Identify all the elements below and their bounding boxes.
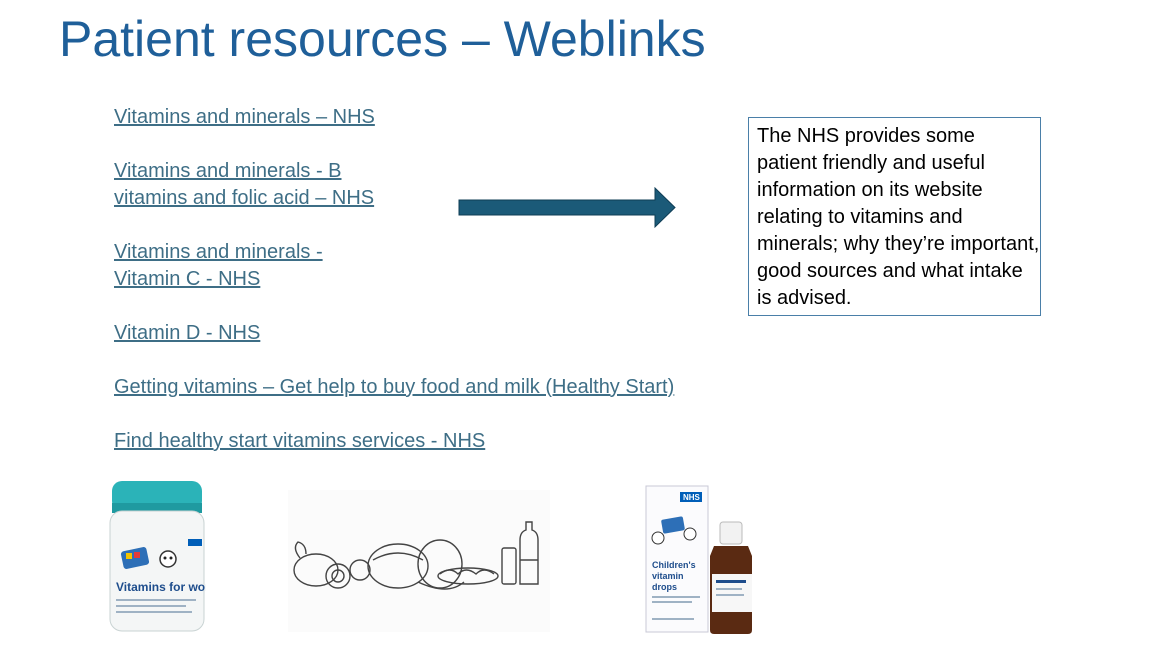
drops-label-2: vitamin (652, 571, 684, 581)
childrens-vitamin-drops-image: NHS Children's vitamin drops (645, 485, 752, 634)
info-text: The NHS provides some patient friendly a… (757, 125, 1040, 309)
link-healthy-start-food-milk[interactable]: Getting vitamins – Get help to buy food … (114, 376, 675, 398)
link-vitamin-d[interactable]: Vitamin D - NHS (114, 322, 261, 344)
link-vitamin-c[interactable]: Vitamins and minerals -Vitamin C - NHS (114, 241, 323, 290)
right-arrow-icon (458, 187, 676, 229)
link-healthy-start-vitamin-services[interactable]: Find healthy start vitamins services - N… (114, 430, 486, 452)
drops-label-3: drops (652, 582, 677, 592)
vitamins-for-women-jar-image: Vitamins for women (109, 481, 206, 632)
jar-label: Vitamins for women (116, 580, 206, 594)
drops-label-1: Children's (652, 560, 696, 570)
food-line-drawing-image (288, 490, 550, 632)
link-vitamins-minerals[interactable]: Vitamins and minerals – NHS (114, 106, 375, 128)
drops-nhs-badge: NHS (683, 493, 701, 502)
info-box: The NHS provides some patient friendly a… (748, 117, 1041, 316)
slide-title: Patient resources – Weblinks (59, 11, 706, 67)
